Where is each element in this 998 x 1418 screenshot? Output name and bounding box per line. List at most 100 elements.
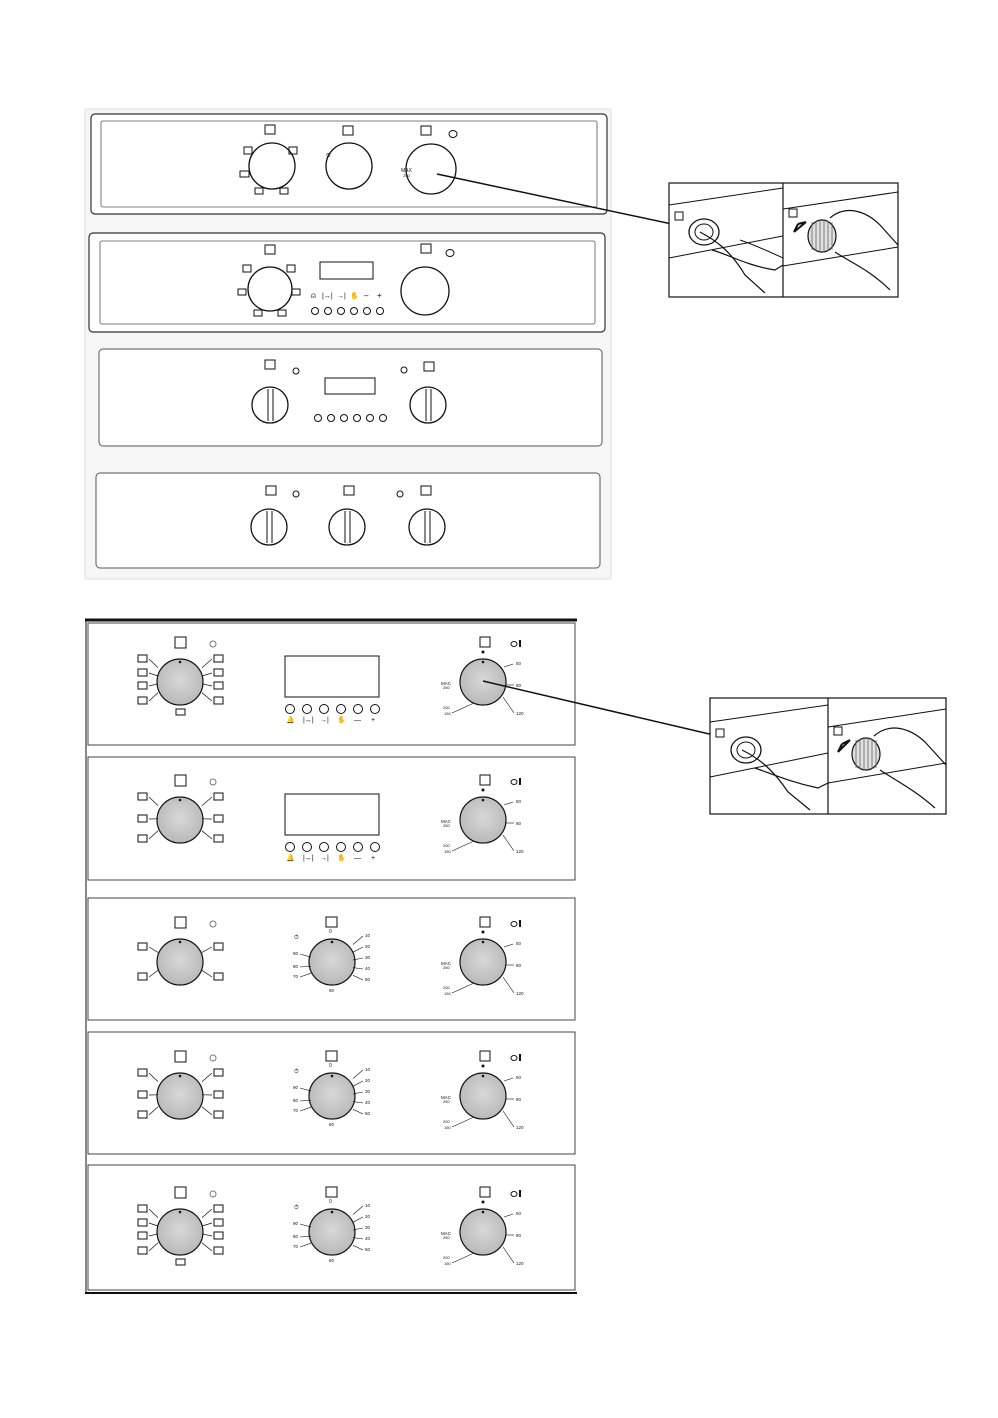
timer-label: 10 [365, 1203, 371, 1208]
thermostat-knob[interactable] [459, 938, 507, 986]
indicator-light-icon [510, 1055, 518, 1061]
thermostat-knob[interactable] [459, 796, 507, 844]
thermostat-icon [479, 1050, 491, 1062]
hand-grip-icon [873, 727, 947, 809]
timer-label: 0 [329, 929, 332, 935]
timer-label: 70 [293, 1108, 299, 1113]
function-icon [137, 1246, 148, 1255]
thermostat-knob[interactable] [408, 508, 446, 546]
off-dot [481, 1200, 485, 1204]
timer-hand-icon: ⏱ [294, 934, 299, 941]
thermostat-knob[interactable] [459, 1208, 507, 1256]
plus-button[interactable] [376, 307, 384, 315]
function-selector-knob[interactable] [250, 508, 288, 546]
minus-button[interactable] [353, 842, 363, 852]
oven-function-icon [264, 359, 276, 370]
timer-icon [342, 125, 354, 136]
end-time-icon: →| [337, 293, 346, 300]
end-time-button[interactable] [337, 307, 345, 315]
bell-button[interactable] [311, 307, 319, 315]
callout-line [436, 173, 701, 231]
lower-callout-illustration [709, 697, 947, 815]
leader-line [451, 982, 475, 994]
bell-button[interactable] [285, 842, 295, 852]
timer-knob[interactable] [325, 142, 373, 190]
function-icon [213, 1204, 224, 1213]
panel-inner-frame [99, 240, 596, 325]
function-icon [175, 1258, 186, 1266]
minus-button[interactable] [363, 307, 371, 315]
leader-line [299, 1087, 312, 1092]
duration-button[interactable] [327, 414, 335, 422]
timer-label: 80 [293, 964, 299, 969]
manual-button[interactable] [336, 842, 346, 852]
duration-button[interactable] [302, 842, 312, 852]
timer-label: 10 [365, 933, 371, 938]
oven-function-icon [264, 124, 276, 135]
manual-button[interactable] [353, 414, 361, 422]
upper-panel-2: ⍝ |↔| →| ✋ – + [88, 232, 606, 333]
temp-label-120: 120 [516, 849, 524, 854]
thermostat-icon [479, 774, 491, 786]
plus-button[interactable] [379, 414, 387, 422]
function-selector-knob[interactable] [156, 1072, 204, 1120]
leader-line [201, 658, 213, 668]
manual-button[interactable] [336, 704, 346, 714]
leader-line [299, 1223, 312, 1228]
thermostat-knob[interactable] [400, 266, 450, 316]
timer-knob[interactable] [308, 938, 356, 986]
plus-button[interactable] [370, 704, 380, 714]
thermostat-icon [420, 125, 432, 136]
oven-function-icon [174, 774, 187, 787]
function-icon [137, 668, 148, 677]
thermostat-knob[interactable] [409, 386, 447, 424]
thermostat-icon [715, 728, 725, 738]
minus-button[interactable] [353, 704, 363, 714]
duration-button[interactable] [302, 704, 312, 714]
function-selector-knob[interactable] [156, 938, 204, 986]
off-dot [481, 788, 485, 792]
leader-line [201, 672, 213, 677]
plus-button[interactable] [370, 842, 380, 852]
function-selector-knob[interactable] [247, 266, 293, 312]
timer-knob[interactable] [328, 508, 366, 546]
function-selector-knob[interactable] [248, 142, 296, 190]
minus-button[interactable] [366, 414, 374, 422]
off-dot [481, 650, 485, 654]
thermostat-knob[interactable] [405, 143, 457, 195]
duration-button[interactable] [324, 307, 332, 315]
thermostat-knob[interactable] [459, 658, 507, 706]
function-selector-knob[interactable] [156, 1208, 204, 1256]
timer-knob[interactable] [308, 1072, 356, 1120]
upper-panel-group: ⏲ MAX 250 [84, 108, 612, 580]
minus-icon: — [354, 855, 361, 862]
manual-button[interactable] [350, 307, 358, 315]
function-selector-knob[interactable] [156, 658, 204, 706]
bell-button[interactable] [285, 704, 295, 714]
timer-label: 70 [293, 974, 299, 979]
callout-line [482, 680, 736, 741]
end-time-button[interactable] [319, 704, 329, 714]
function-selector-knob[interactable] [156, 796, 204, 844]
thermostat-icon [479, 636, 491, 648]
leader-line [148, 1242, 159, 1252]
bell-button[interactable] [314, 414, 322, 422]
function-selector-knob[interactable] [251, 386, 289, 424]
oven-function-icon [174, 1186, 187, 1199]
leader-line [201, 970, 213, 978]
leader-line [502, 976, 515, 994]
push-knob-icon [688, 218, 720, 246]
off-dot [481, 1064, 485, 1068]
timer-knob[interactable] [308, 1208, 356, 1256]
temp-label-250: 250 [403, 173, 410, 178]
clock-display [284, 655, 380, 698]
leader-line [148, 1072, 159, 1082]
end-time-button[interactable] [319, 842, 329, 852]
knob-marker [481, 940, 485, 944]
function-icon [213, 1231, 224, 1240]
temp-label-80: 80 [516, 963, 522, 968]
end-time-button[interactable] [340, 414, 348, 422]
leader-line [352, 967, 364, 970]
thermostat-knob[interactable] [459, 1072, 507, 1120]
